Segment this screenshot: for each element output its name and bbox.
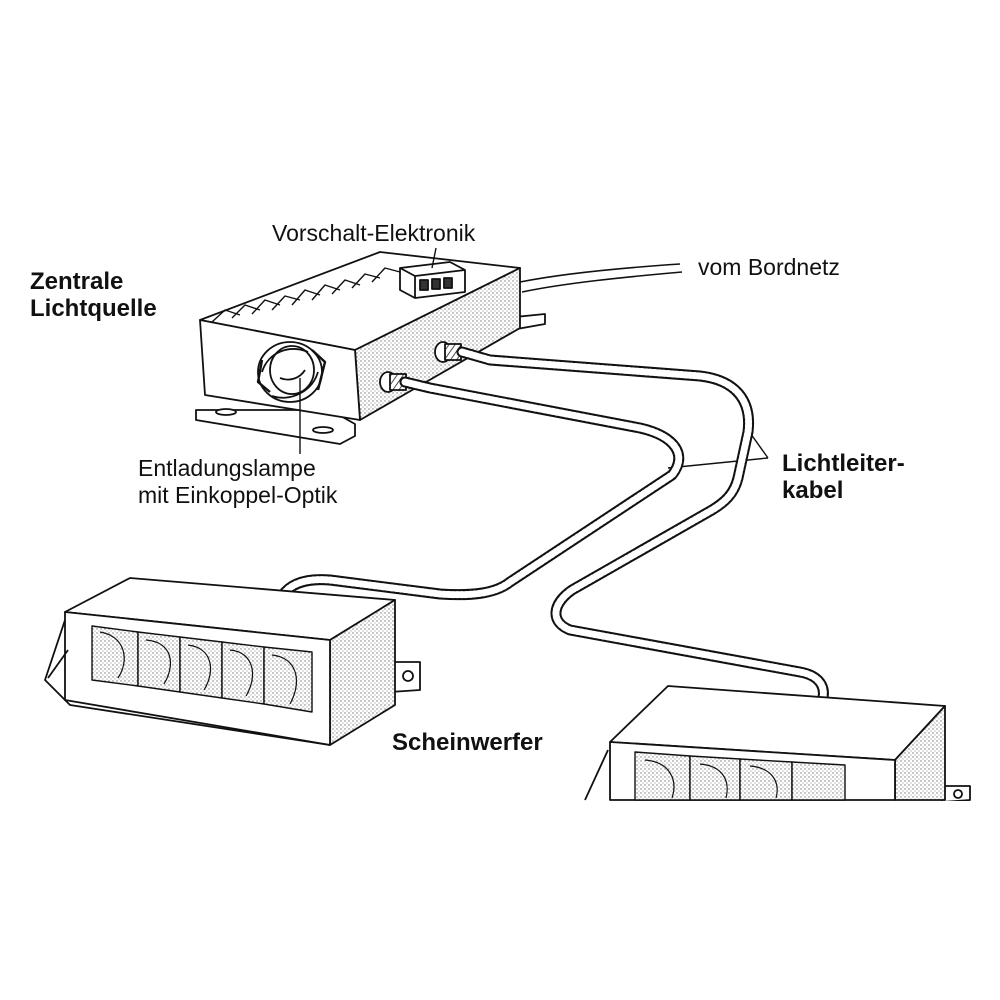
fiber-optic-cable-1 — [272, 376, 685, 608]
discharge-lamp — [256, 341, 327, 403]
fiber-optic-cable-2 — [456, 346, 829, 724]
fiber-optic-cable-label-line2: kabel — [782, 477, 844, 504]
power-source-label: vom Bordnetz — [698, 254, 840, 280]
central-light-source-label-line2: Lichtquelle — [30, 295, 157, 322]
ballast-label: Vorschalt-Elektronik — [272, 220, 476, 246]
fiber-optic-cable-label-line1: Lichtleiter- — [782, 450, 905, 477]
central-light-source-label: Zentrale Lichtquelle — [30, 268, 157, 322]
headlamp-label: Scheinwerfer — [392, 729, 543, 756]
discharge-lamp-label-line1: Entladungslampe — [138, 455, 316, 481]
power-cable — [519, 263, 683, 293]
discharge-lamp-label: Entladungslampe mit Einkoppel-Optik — [138, 455, 337, 509]
fiber-optic-cable-label: Lichtleiter- kabel — [782, 450, 905, 504]
central-light-source-housing — [195, 251, 546, 445]
central-light-source-label-line1: Zentrale — [30, 268, 124, 295]
headlamp-right — [560, 685, 1000, 1000]
discharge-lamp-label-line2: mit Einkoppel-Optik — [138, 482, 338, 508]
headlamp-left — [44, 577, 421, 746]
cable-connector-1 — [434, 341, 462, 363]
ballast-module — [399, 261, 466, 299]
